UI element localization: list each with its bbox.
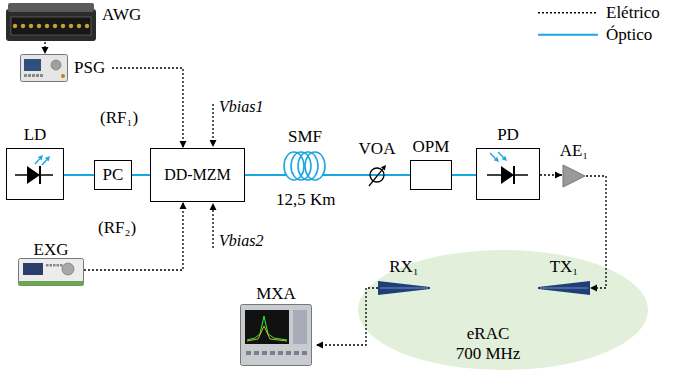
connector-line [64,174,94,176]
node-label: TX₁ [550,257,579,277]
device-awg: AWG [5,2,140,42]
bias-leader [212,210,213,248]
fiber-spool: SMF [280,150,330,186]
connector-line [245,174,280,176]
meter-box: OPM [410,160,452,190]
node-drawing [538,280,590,296]
legend-text: Elétrico [606,3,660,23]
arrowhead [42,47,49,54]
arrowhead [210,203,217,210]
node-drawing [20,54,68,82]
node-drawing [240,304,312,366]
node-drawing [5,2,97,42]
device-mxa: MXA [236,284,316,368]
arrowhead [316,342,323,349]
node-label: RX₁ [389,257,419,277]
optical-fiber [390,175,410,176]
node-drawing [364,162,390,190]
electrical-wire [42,42,49,54]
photodiode-box: PD [476,148,540,200]
legend-text: Óptico [606,25,652,45]
signal-label: Vbias1 [219,98,263,116]
signal-label: 12,5 Km [276,190,336,210]
node-drawing [477,149,538,198]
node-label: AE₁ [560,141,589,161]
device-exg: EXG [18,240,84,286]
signal-label: (RF₁) [100,108,138,128]
node-label: VOA [359,139,396,159]
attenuator-symbol: VOA [364,162,390,190]
device-psg: PSG [20,54,112,82]
connector-line [44,42,45,54]
node-label: PSG [74,58,105,78]
signal-label: Vbias2 [219,232,263,250]
node-label: EXG [34,240,69,260]
legend-sample [538,12,598,13]
connector-line [452,174,476,176]
connector-line [330,174,364,176]
arrowhead [210,140,217,147]
bias-leader [212,104,213,140]
laser-box: LD [6,148,64,200]
connector-line [132,174,150,176]
arrowhead [180,141,187,148]
optical-fiber [452,175,476,176]
node-label: PC [103,165,124,185]
antenna: RX₁ [378,280,430,296]
node-drawing [378,280,430,296]
modulator-box: DD-MZM [150,148,245,202]
optical-fiber [330,175,364,176]
connector-line [390,174,410,176]
electrical-wire [84,202,187,270]
node-label: DD-MZM [164,166,231,184]
amplifier-symbol: AE₁ [562,164,586,188]
node-drawing [7,149,62,198]
antenna: TX₁ [538,280,590,296]
connector-line [540,174,562,175]
node-label: OPM [413,137,450,157]
node-label: LD [24,125,47,145]
optical-fiber [64,175,94,176]
node-label: MXA [256,284,296,304]
optical-fiber [245,175,280,176]
node-label: SMF [288,127,322,147]
node-drawing [18,258,84,286]
arrowhead [555,172,562,179]
electrical-wire [540,172,562,179]
node-label: AWG [102,5,141,25]
coverage-ellipse: eRAC 700 MHz RX₁ TX₁ [358,250,648,370]
optical-fiber [132,175,150,176]
node-drawing [280,150,330,186]
arrowhead [180,202,187,209]
node-label: eRAC 700 MHz [453,324,524,363]
controller-box: PC [94,160,132,190]
node-label: PD [497,125,519,145]
node-drawing [562,164,586,188]
signal-label: (RF₂) [98,218,136,238]
legend-sample [538,34,598,36]
connector-line [84,202,183,270]
